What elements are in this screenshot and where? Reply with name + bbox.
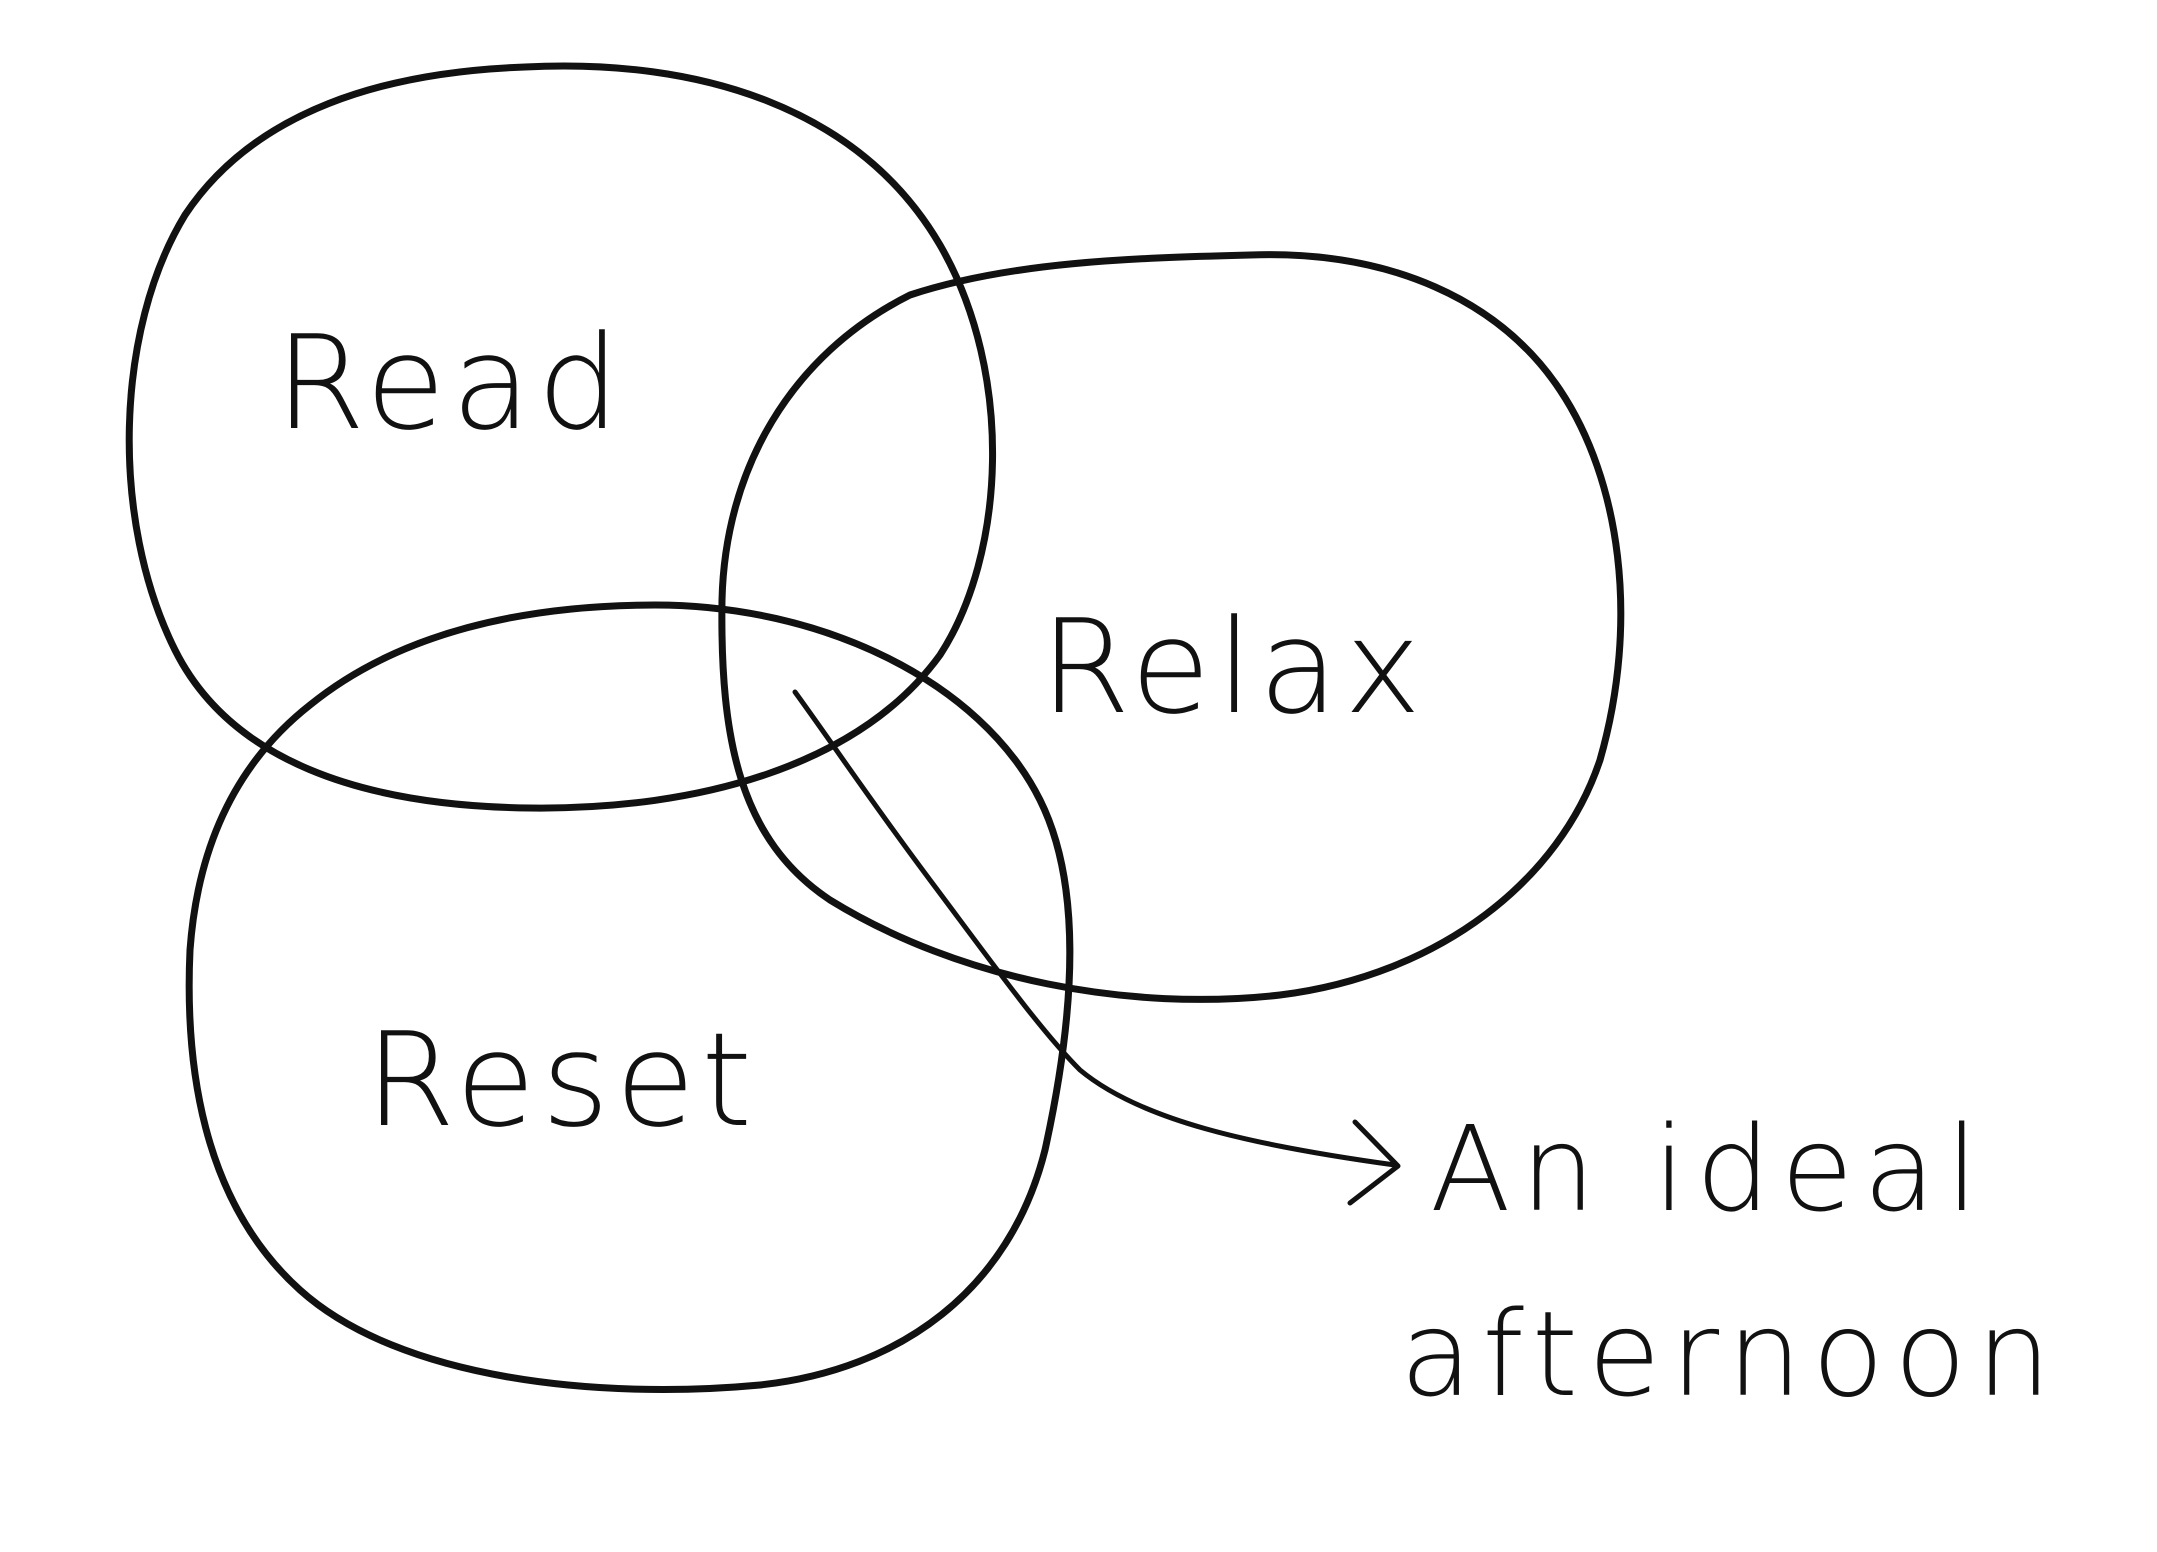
arrowhead-icon bbox=[1347, 1119, 1401, 1206]
relax-label: Relax bbox=[1040, 591, 1427, 743]
reset-circle bbox=[185, 601, 1074, 1393]
pointer-arrow bbox=[792, 689, 1398, 1168]
intersection-label-line2: afternoon bbox=[1400, 1285, 2061, 1423]
read-label: Read bbox=[275, 307, 626, 459]
relax-circle bbox=[718, 251, 1625, 1003]
read-circle bbox=[125, 62, 996, 812]
intersection-label-line1: An ideal bbox=[1430, 1100, 1988, 1238]
reset-label: Reset bbox=[365, 1004, 758, 1156]
